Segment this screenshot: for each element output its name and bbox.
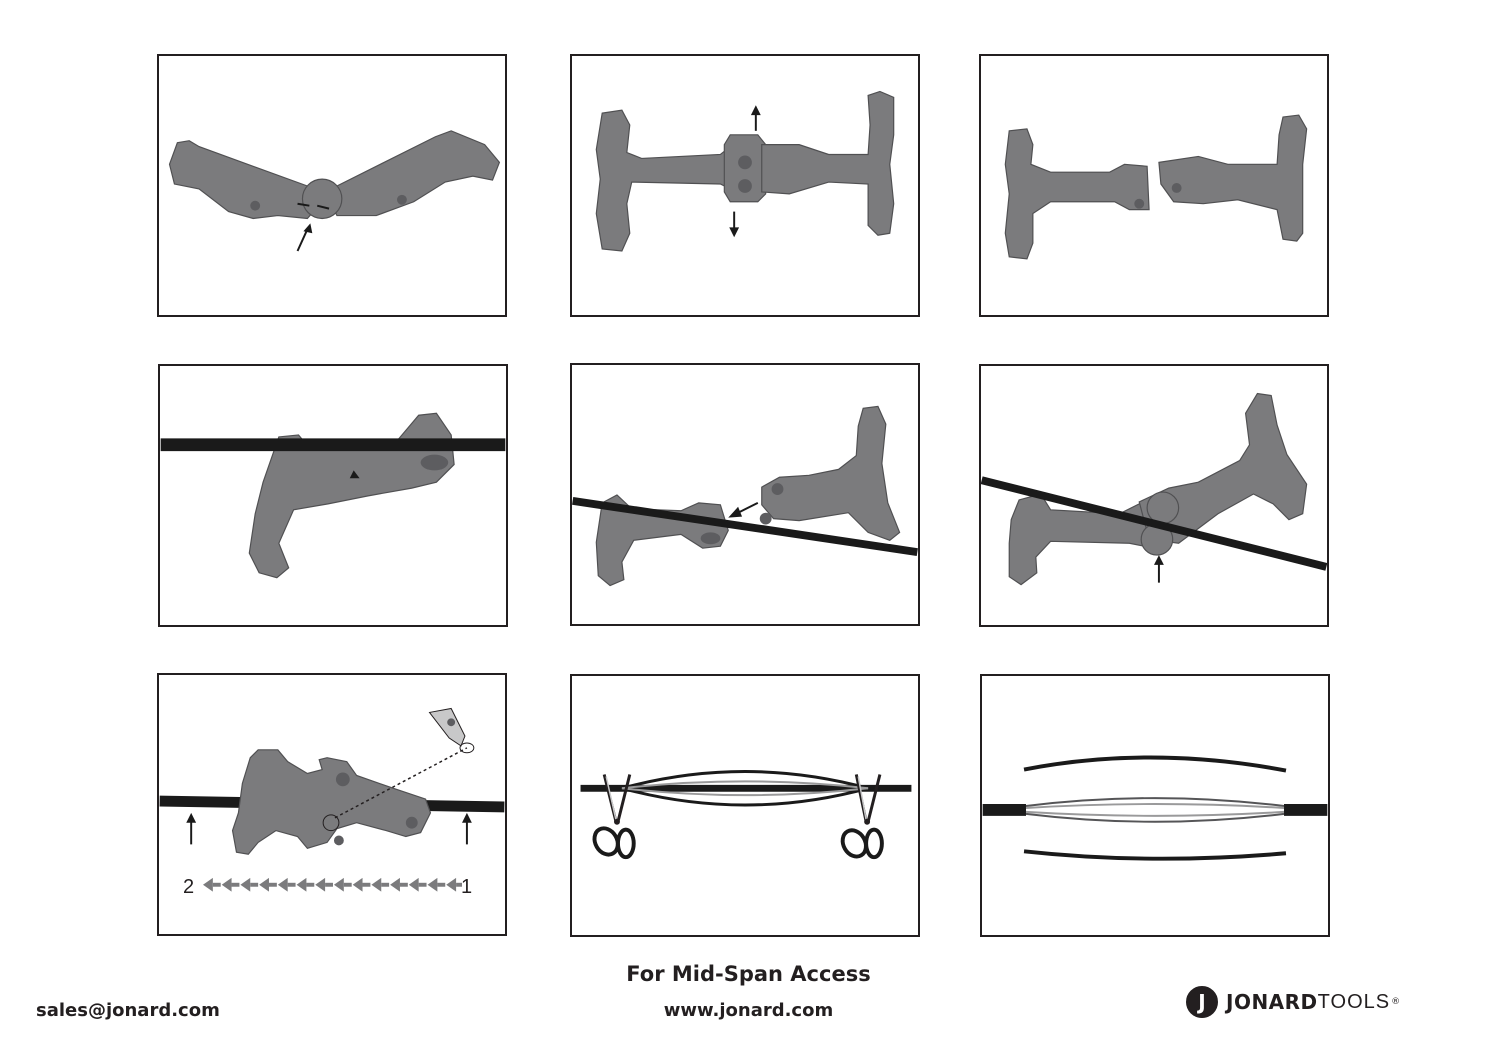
email-link[interactable]: sales@jonard.com [36, 1000, 220, 1021]
step-7-panel: 1 2 [157, 673, 507, 936]
brand-mark-icon: J [1186, 986, 1218, 1018]
left-scissors-icon [592, 774, 636, 860]
step-3-panel [979, 54, 1329, 317]
step-4-panel [158, 364, 508, 627]
step-6-panel [979, 364, 1329, 627]
step-5-panel [570, 363, 920, 626]
page-title: For Mid-Span Access [626, 962, 871, 986]
step-9-illustration [982, 755, 1328, 861]
start-label: 1 [461, 876, 473, 898]
step-1-panel [157, 54, 507, 317]
registered-mark: ® [1391, 997, 1401, 1007]
brand-suffix: TOOLS [1317, 990, 1391, 1013]
end-label: 2 [183, 876, 195, 898]
brand-name: JONARD [1226, 990, 1318, 1014]
brand-logo: J JONARD TOOLS ® [1186, 984, 1400, 1020]
step-6-illustration [981, 392, 1327, 586]
step-2-panel [570, 54, 920, 317]
step-8-illustration [580, 770, 912, 860]
right-scissors-icon [840, 774, 884, 860]
website-link[interactable]: www.jonard.com [663, 1000, 834, 1021]
step-9-panel [980, 674, 1330, 937]
step-4-illustration [160, 412, 506, 579]
pull-direction-arrows [202, 877, 462, 892]
step-1-illustration [168, 130, 501, 252]
step-3-illustration [1004, 114, 1308, 260]
step-7-illustration [159, 707, 505, 892]
step-5-illustration [572, 405, 918, 587]
step-8-panel [570, 674, 920, 937]
step-2-illustration [595, 90, 895, 252]
